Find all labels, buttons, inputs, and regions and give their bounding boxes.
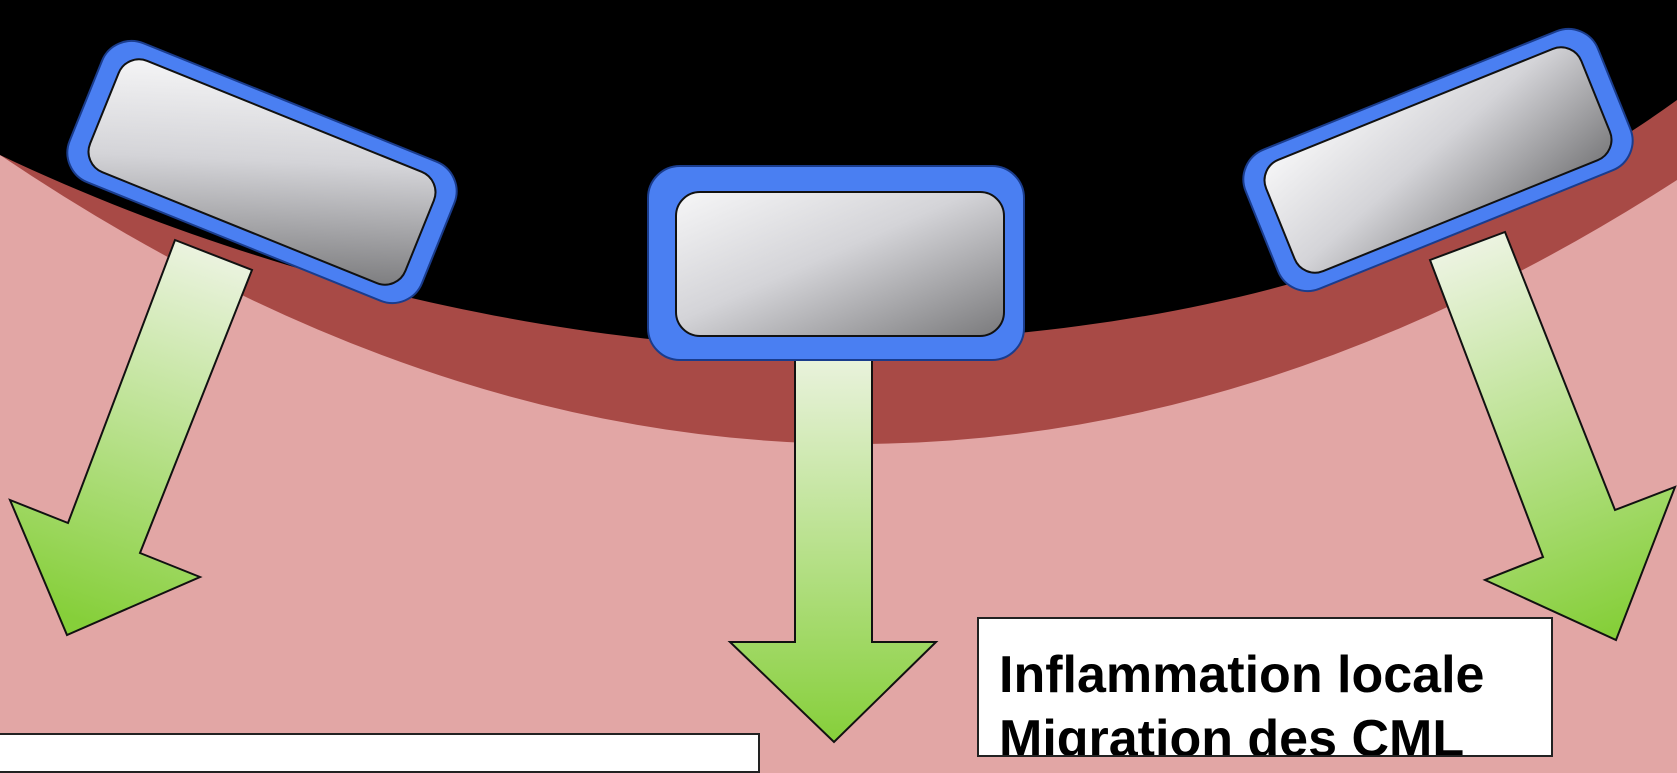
text-box-right-line2: Migration des CML — [999, 707, 1551, 757]
text-box-right-line1: Inflammation locale — [999, 643, 1551, 707]
text-box-left — [0, 733, 760, 773]
text-box-right: Inflammation locale Migration des CML — [977, 617, 1553, 757]
receptor-center-icon — [648, 166, 1024, 360]
